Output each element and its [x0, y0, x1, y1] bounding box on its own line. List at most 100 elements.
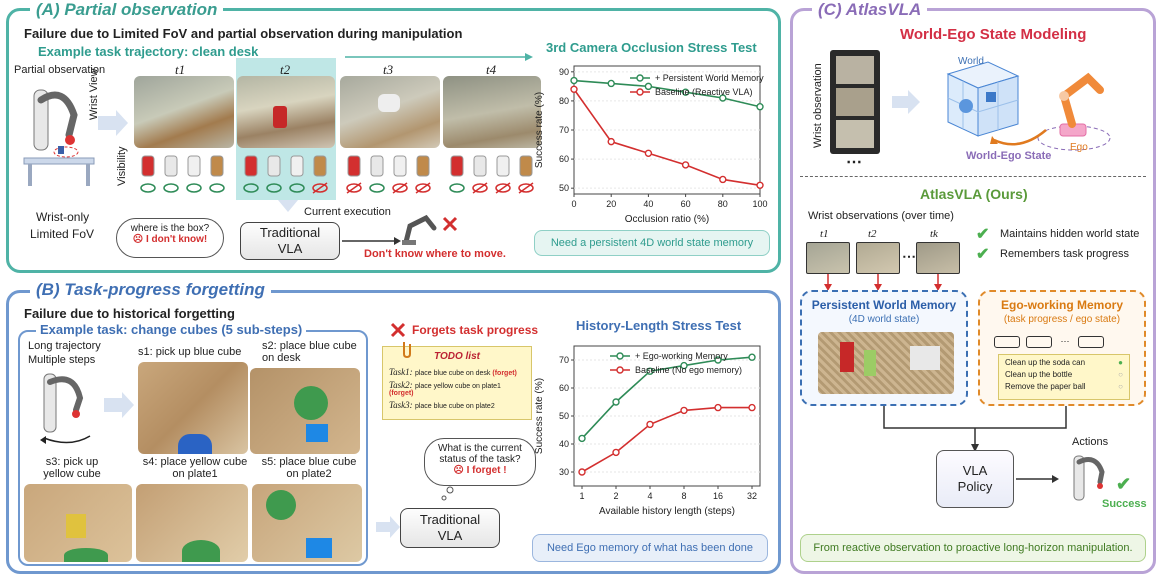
step-s3-label: s3: pick up yellow cube [43, 456, 101, 480]
x-tick-label: 0 [571, 199, 576, 209]
ewm-item-2: Clean up the bottle [1005, 370, 1073, 379]
pwm-title: Persistent World Memory [811, 298, 957, 312]
data-point [644, 82, 653, 91]
x-axis-label: Available history length (steps) [599, 506, 735, 517]
data-point [680, 361, 688, 370]
panel-a [6, 8, 781, 273]
object-thumbnail [347, 155, 361, 177]
data-point [714, 356, 722, 364]
legend-marker [636, 74, 644, 82]
x-tick-label: 20 [606, 199, 616, 209]
y-tick-label: 50 [559, 183, 569, 193]
x-tick-label: 4 [647, 491, 652, 501]
todo-note: TODO list Task1: place blue cube on desk… [382, 346, 532, 420]
eye-slash-mark [392, 182, 408, 194]
ewm-item-3: Remove the paper ball [1005, 382, 1086, 391]
wrist-view-label: Wrist View [88, 68, 100, 120]
ellipsis: ⋯ [846, 154, 862, 171]
x-tick-label: 16 [713, 491, 723, 501]
object-thumbnail [290, 155, 304, 177]
x-tick-label: 8 [681, 491, 686, 501]
y-tick-label: 90 [559, 67, 569, 77]
atlasvla-ours-title: AtlasVLA (Ours) [920, 186, 1028, 202]
data-point [646, 367, 654, 375]
frame-label-t1: t1 [820, 228, 829, 240]
y-tick-label: 60 [559, 383, 569, 393]
timeline-arrow [345, 53, 533, 61]
check-label-2: Remembers task progress [1000, 248, 1129, 260]
wrist-observations-label: Wrist observations (over time) [808, 210, 954, 222]
eye-hidden-icon [472, 183, 488, 193]
frame-ellipsis: ⋯ [902, 248, 916, 264]
series-line [581, 356, 753, 439]
ego-robot-icon [1037, 72, 1111, 151]
series-line [573, 88, 761, 187]
data-point [570, 76, 578, 85]
data-point [578, 434, 586, 443]
frame-t2-photo [856, 242, 900, 274]
eye-visible-icon [449, 183, 465, 193]
legend-marker [636, 88, 644, 96]
data-point [756, 103, 764, 111]
legend-marker [616, 366, 624, 374]
dont-know-move-label: Don't know where to move. [364, 248, 506, 260]
object-thumbnail [393, 155, 407, 177]
paperclip-icon [403, 342, 411, 358]
todo-task-id: Task3: [389, 400, 415, 410]
frame-label-t2: t2 [868, 228, 877, 240]
todo-item: Task2: place yellow cube on plate1 (forg… [389, 380, 525, 397]
arrow-right-icon-b2 [376, 516, 400, 538]
wrist-photo-t1 [134, 76, 234, 148]
y-axis-label: Success rate (%) [534, 378, 545, 454]
eye-slash-mark [312, 182, 328, 194]
success-robot-icon [1073, 455, 1105, 501]
todo-item: Task3: place blue cube on plate2 [389, 400, 525, 410]
x-tick-label: 60 [681, 199, 691, 209]
legend-label: Baseline (No ego memory) [635, 365, 742, 375]
down-arrow-icon [278, 200, 298, 212]
question-text: where is the box? [130, 223, 210, 234]
object-thumbnail [210, 155, 224, 177]
check-icon-1: ✔ [976, 226, 990, 243]
policy-label-2: Policy [957, 479, 993, 494]
todo-title: TODO list [434, 351, 480, 362]
y-tick-label: 80 [559, 96, 569, 106]
todo-task-text: place yellow cube on plate1 [414, 383, 501, 390]
ego-working-memory-box: Ego-working Memory (task progress / ego … [978, 290, 1146, 406]
step-s2-label: s2: place blue cube on desk [262, 340, 357, 364]
todo-forget-flag: (forget) [389, 390, 414, 397]
chart-a-title: 3rd Camera Occlusion Stress Test [546, 40, 757, 55]
time-label-t4: t4 [486, 62, 497, 77]
partial-observation-label: Partial observation [14, 64, 106, 76]
eye-visible-icon [243, 183, 259, 193]
forget-text: I forget ! [466, 465, 507, 476]
arrow-to-robot [342, 237, 401, 245]
success-label: Success [1102, 498, 1147, 510]
vla-policy-box: VLA Policy [936, 450, 1014, 508]
visibility-label: Visibility [116, 146, 128, 186]
legend-marker [616, 352, 624, 360]
series-line [573, 79, 761, 108]
panel-b-title: (B) Task-progress forgetting [30, 280, 271, 300]
robot-arm-illustration-b [40, 373, 91, 444]
arrow-right-icon [98, 110, 128, 136]
todo-item: Task1: place blue cube on desk (forget) [389, 367, 525, 377]
divider [800, 176, 1146, 177]
chart-a-note: Need a persistent 4D world state memory [534, 230, 770, 256]
y-tick-label: 50 [559, 411, 569, 421]
object-thumbnail [416, 155, 430, 177]
eye-hidden-icon [495, 183, 511, 193]
step-s2-photo [250, 368, 360, 454]
vla-label-b-line1: Traditional [419, 512, 481, 528]
step-s5-photo [252, 484, 362, 562]
data-point [719, 94, 727, 102]
vla-label-b-line2: VLA [437, 528, 463, 543]
thought-dots [441, 486, 454, 501]
vla-label-line1: Traditional [259, 225, 321, 241]
x-tick-label: 80 [718, 199, 728, 209]
policy-label-1: VLA [962, 463, 988, 479]
panel-c [790, 8, 1156, 574]
data-point [612, 398, 620, 406]
eye-slash-mark [472, 182, 488, 194]
wrist-observation-vertical: Wrist observation [812, 63, 824, 148]
